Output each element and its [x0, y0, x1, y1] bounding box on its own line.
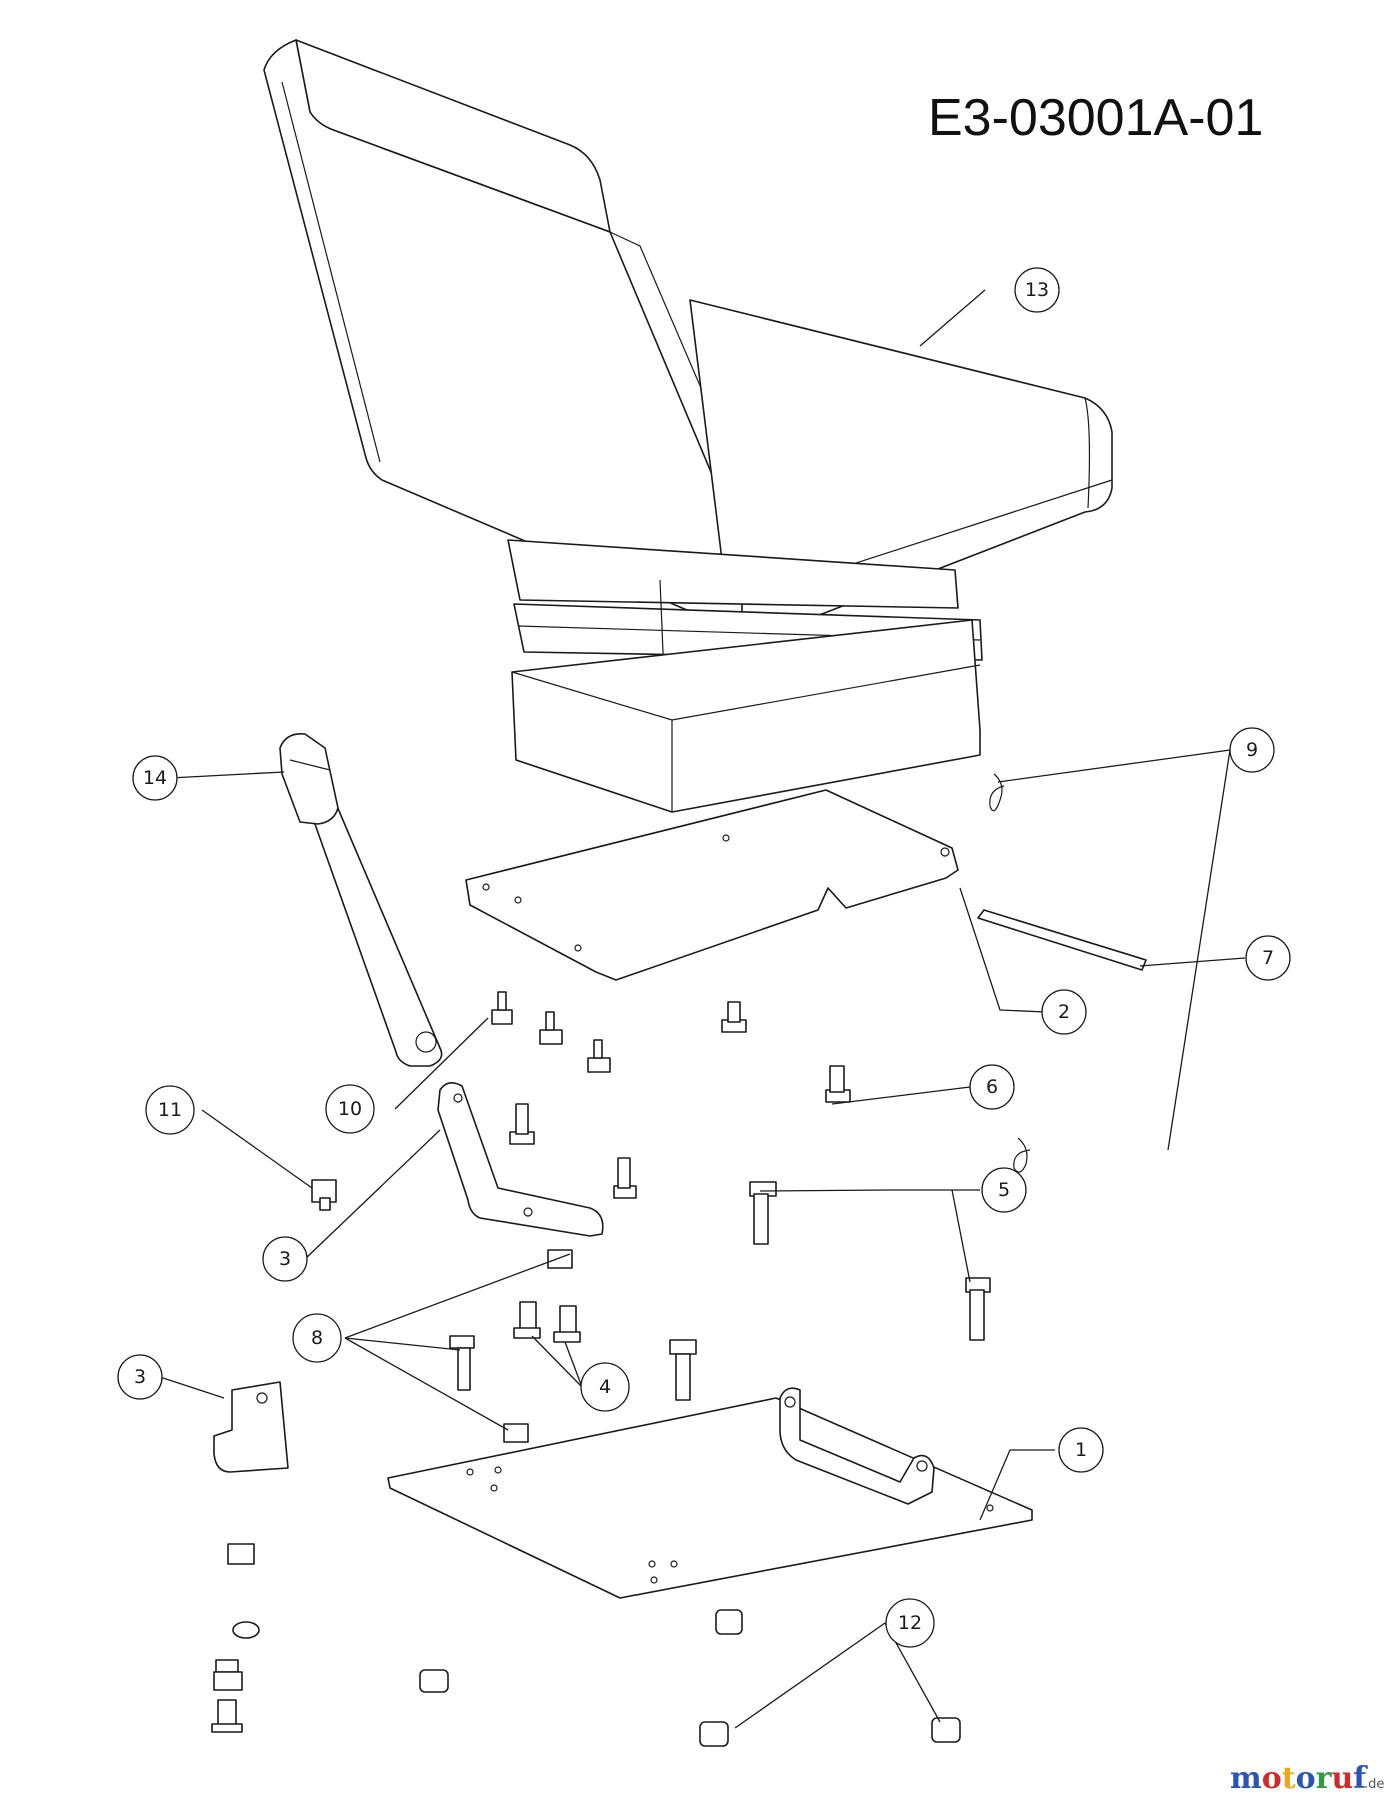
hardware: [211, 991, 991, 1747]
seat-pan-bracket: [465, 789, 959, 981]
wm-letter: r: [1316, 1761, 1333, 1796]
callout-1: 1: [1058, 1427, 1104, 1473]
wm-suffix: .de: [1364, 1777, 1384, 1792]
svg-text:3: 3: [134, 1366, 146, 1388]
callout-5: 5: [981, 1167, 1027, 1213]
svg-text:1: 1: [1075, 1439, 1087, 1461]
wm-letter: u: [1331, 1761, 1353, 1796]
pivot-rod: [977, 909, 1147, 971]
svg-text:4: 4: [599, 1376, 611, 1398]
wm-letter: f: [1353, 1761, 1368, 1796]
callout-11: 11: [145, 1085, 195, 1135]
base-plate: [387, 1387, 1033, 1599]
callout-10: 10: [325, 1084, 375, 1134]
svg-text:10: 10: [338, 1098, 362, 1120]
callout-3-lower: 3: [117, 1354, 163, 1400]
svg-text:14: 14: [143, 767, 167, 789]
callout-8: 8: [292, 1313, 342, 1363]
callout-12: 12: [885, 1598, 935, 1648]
svg-text:5: 5: [998, 1179, 1010, 1201]
callout-9: 9: [1229, 727, 1275, 773]
wm-letter: t: [1282, 1761, 1296, 1796]
svg-text:2: 2: [1058, 1001, 1070, 1023]
svg-text:motoruf: motoruf: [1230, 1761, 1368, 1796]
wm-letter: m: [1230, 1761, 1262, 1796]
seat-assembly: [263, 39, 1113, 813]
leader-lines: [159, 289, 1246, 1729]
drawing-code: E3-03001A-01: [928, 89, 1263, 147]
motoruf-watermark-logo: motoruf .de: [1230, 1761, 1384, 1796]
callout-2: 2: [1041, 989, 1087, 1035]
callout-4: 4: [580, 1362, 630, 1412]
callout-6: 6: [969, 1064, 1015, 1110]
adjustment-lever: [279, 732, 443, 1067]
svg-text:3: 3: [279, 1248, 291, 1270]
svg-text:9: 9: [1246, 739, 1258, 761]
callout-14: 14: [132, 755, 178, 801]
wm-letter: o: [1262, 1761, 1282, 1796]
callout-13: 13: [1014, 267, 1060, 313]
wm-letter: o: [1296, 1761, 1316, 1796]
svg-text:6: 6: [986, 1076, 998, 1098]
svg-text:12: 12: [898, 1612, 922, 1634]
svg-text:11: 11: [158, 1099, 182, 1121]
callout-3-upper: 3: [262, 1236, 308, 1282]
callout-7: 7: [1245, 935, 1291, 981]
hair-pins: [989, 773, 1031, 1173]
svg-text:13: 13: [1025, 279, 1049, 301]
svg-text:7: 7: [1262, 947, 1274, 969]
svg-text:8: 8: [311, 1327, 323, 1349]
